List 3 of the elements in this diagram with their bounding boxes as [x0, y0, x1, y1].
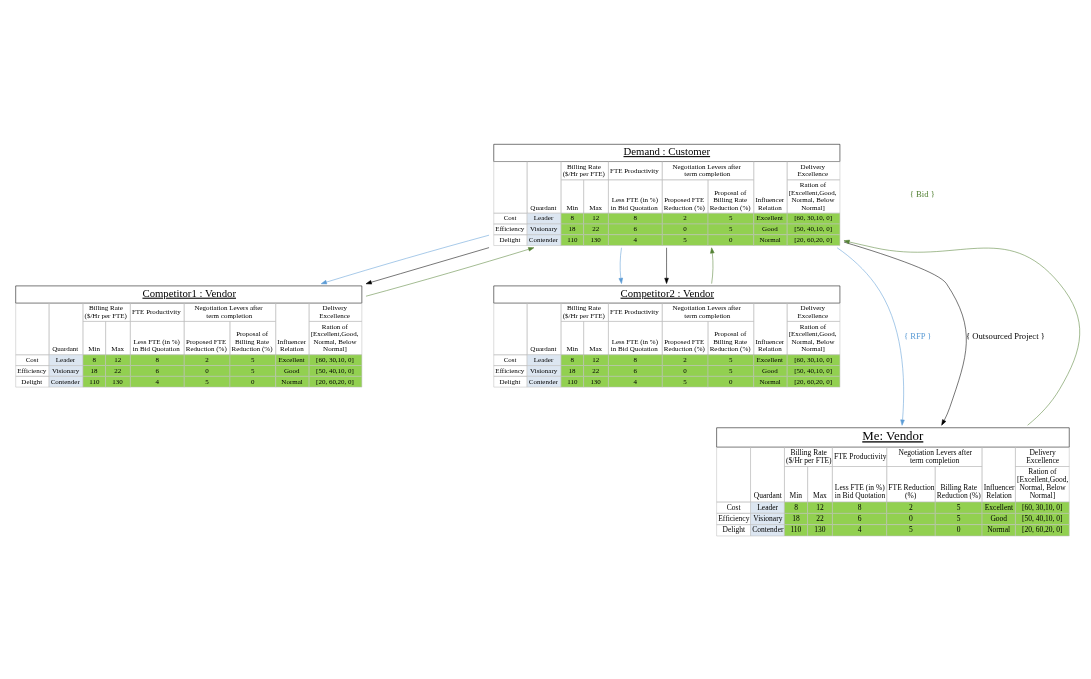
label: { Bid } [909, 188, 935, 199]
edge-label: { RFP } [903, 330, 932, 341]
edge-label: { Outsourced Project } [966, 330, 1045, 341]
